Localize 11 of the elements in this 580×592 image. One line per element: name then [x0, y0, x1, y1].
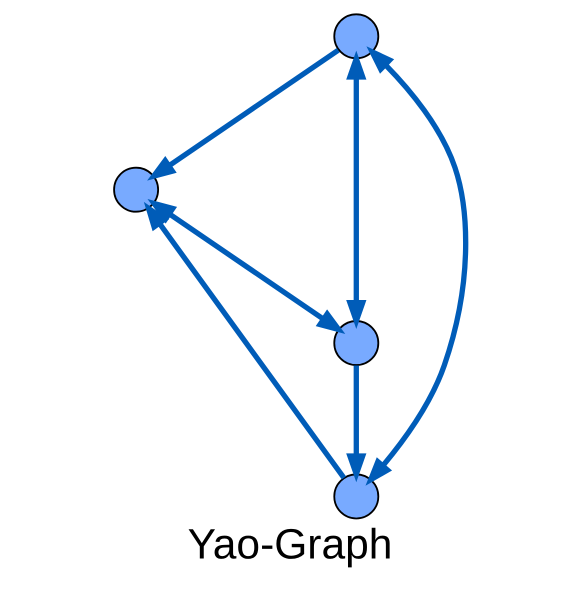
- arrow: [365, 46, 468, 486]
- arrow: [346, 366, 366, 482]
- diagram-title: Yao-Graph: [188, 522, 392, 569]
- node-circle: [333, 474, 380, 520]
- arrow: [147, 198, 346, 334]
- node-circle: [333, 320, 380, 366]
- arrow: [144, 202, 346, 480]
- arrow: [147, 48, 340, 181]
- arrow: [346, 50, 366, 329]
- node-circle: [113, 166, 160, 213]
- node-circle: [333, 13, 380, 60]
